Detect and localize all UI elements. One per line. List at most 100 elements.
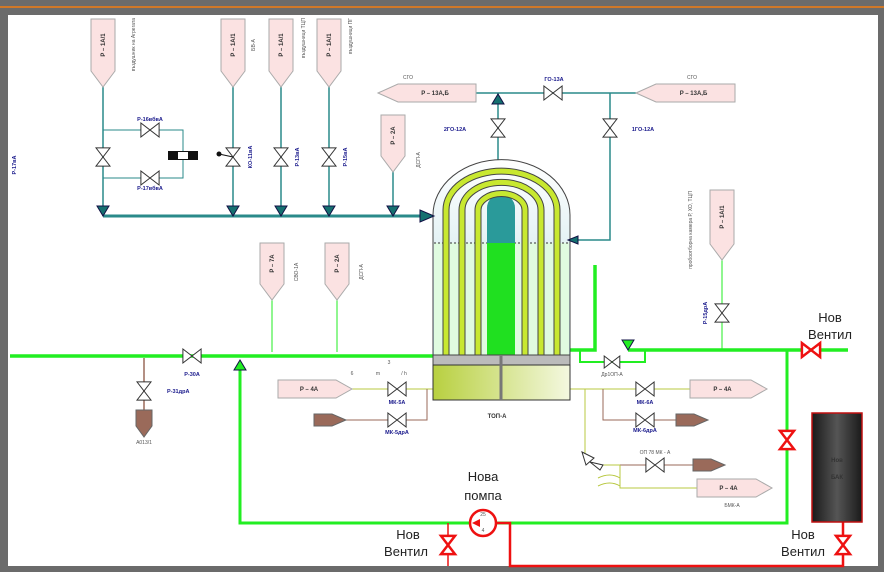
label: Др1ОП-А <box>601 372 623 378</box>
new-valve-label: Вентил <box>781 544 825 559</box>
relief-valve-icon <box>589 461 604 471</box>
valve[interactable] <box>635 411 655 429</box>
label: P-31дрА <box>167 389 189 395</box>
instrument-tag[interactable] <box>220 18 246 88</box>
instrument-tag[interactable] <box>277 379 354 399</box>
label: P-13вА <box>295 147 301 166</box>
flow-arrow-icon <box>566 235 579 245</box>
tag-label: P – 1А/1 <box>720 205 726 229</box>
tag-label: P – 1А/1 <box>279 33 285 57</box>
bypass-valve[interactable] <box>603 354 621 370</box>
instrument-tag[interactable] <box>634 83 736 103</box>
label: P-17вА <box>12 155 18 174</box>
label: БВ-А <box>251 39 257 51</box>
flow-arrow-icon <box>96 205 110 217</box>
valve[interactable] <box>713 303 731 323</box>
new-valve-right[interactable] <box>800 340 822 360</box>
tank-label: БАК <box>831 475 843 481</box>
drain-outlet-icon <box>135 409 153 438</box>
pipe <box>619 465 697 489</box>
vessel-label: ТОП-А <box>488 414 507 420</box>
new-pump[interactable] <box>468 508 498 538</box>
valve[interactable] <box>635 380 655 398</box>
flow-arrow-icon <box>621 339 635 351</box>
valve[interactable] <box>140 121 160 139</box>
title-bar-accent <box>0 6 884 8</box>
instrument-tag[interactable] <box>259 242 285 301</box>
flow-arrow-icon <box>386 205 400 217</box>
new-tank[interactable] <box>811 412 863 523</box>
valve[interactable] <box>387 411 407 429</box>
valve[interactable] <box>645 456 665 474</box>
valve[interactable] <box>543 84 563 102</box>
tag-label: P – 2А <box>391 126 397 145</box>
instrument-tag[interactable] <box>316 18 342 88</box>
label: P-17вбвА <box>137 185 163 192</box>
relief-valve-icon <box>581 451 595 466</box>
label: БМК-А <box>724 503 740 509</box>
label: 1ГО-12А <box>632 127 654 133</box>
valve[interactable] <box>320 147 338 167</box>
tag-label: P – 4А <box>300 387 319 393</box>
flow-arrow-icon <box>226 205 240 217</box>
label: въздушник на Агрегата <box>131 18 137 72</box>
valve[interactable] <box>601 118 619 138</box>
new-valve-label: Нов <box>396 527 420 542</box>
instrument-tag[interactable] <box>90 18 116 88</box>
valve[interactable] <box>272 147 290 167</box>
label: ДСП-А <box>416 152 422 168</box>
instrument-tag[interactable] <box>324 242 350 301</box>
label: P-15вА <box>343 147 349 166</box>
label: МК-6А <box>637 400 654 406</box>
tag-label: P – 13А,Б <box>421 91 449 97</box>
new-valve-loop[interactable] <box>777 429 797 451</box>
new-valve-bottom-left[interactable] <box>438 534 458 556</box>
label: P-16вбвА <box>137 116 163 123</box>
tag-label: P – 2А <box>335 254 341 273</box>
label: 3 <box>388 360 391 366</box>
drain-outlet-icon <box>313 413 348 427</box>
pump-direction-icon <box>472 519 480 527</box>
instrument-tag[interactable] <box>689 379 769 399</box>
label: МК-6дрА <box>633 428 657 434</box>
label: 2ГО-12А <box>444 127 466 133</box>
valve[interactable] <box>182 347 202 365</box>
tank-label: Нов <box>831 458 843 464</box>
instrument-tag[interactable] <box>376 83 477 103</box>
label: P-15дрА <box>703 302 709 324</box>
drain-outlet-icon <box>692 458 727 472</box>
valve[interactable] <box>94 147 112 167</box>
instrument-tag[interactable] <box>380 114 406 173</box>
new-valve-bottom-right[interactable] <box>833 534 853 556</box>
instrument-tag[interactable] <box>696 478 774 498</box>
tag-label: P – 7А <box>270 254 276 273</box>
label: въздушници ТЦП <box>301 18 307 59</box>
tag-label: P – 13А,Б <box>680 91 708 97</box>
tag-label: P – 1А/1 <box>231 33 237 57</box>
pump-value-bottom: 4 <box>482 528 485 534</box>
valve[interactable] <box>387 380 407 398</box>
pipe <box>570 93 611 241</box>
flow-arrow-icon <box>233 359 247 371</box>
valve[interactable] <box>140 169 160 187</box>
pump-label: помпа <box>464 488 502 503</box>
new-valve-label: Вентил <box>808 327 852 342</box>
instrument-tag[interactable] <box>268 18 294 88</box>
label: m <box>376 371 380 377</box>
valve[interactable] <box>224 147 242 167</box>
flow-arrow-icon <box>274 205 288 217</box>
tag-label: P – 1А/1 <box>101 33 107 57</box>
flow-arrow-icon <box>491 93 505 105</box>
valve[interactable] <box>489 118 507 138</box>
heat-tube <box>443 168 560 355</box>
label: въздушници ПГ <box>348 18 354 54</box>
label: МК-5А <box>389 400 406 406</box>
pipe <box>346 389 428 421</box>
instrument-tag[interactable] <box>709 189 735 261</box>
valve[interactable] <box>135 381 153 401</box>
label: ОП 78 МК - А <box>640 450 671 456</box>
tag-label: P – 4А <box>713 387 732 393</box>
flow-arrow-icon <box>419 209 436 223</box>
